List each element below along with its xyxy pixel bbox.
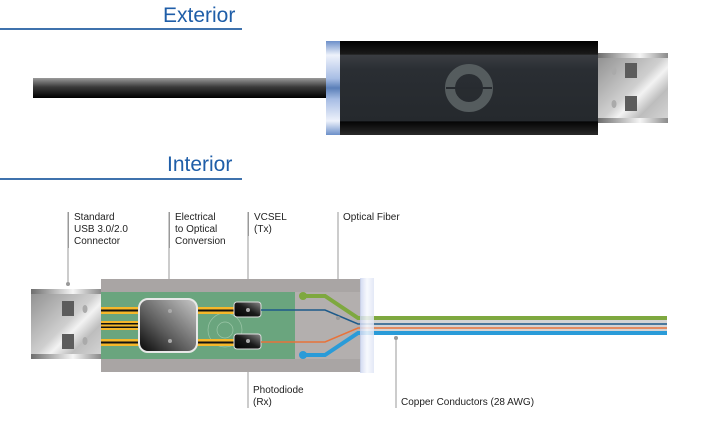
exterior-cable — [33, 78, 328, 98]
usb-contact-hole — [625, 63, 637, 78]
label-photodiode: Photodiode (Rx) — [253, 385, 304, 408]
label-optical-fiber: Optical Fiber — [343, 212, 400, 223]
usb-plug-exterior — [598, 53, 668, 123]
interior-divider — [0, 178, 242, 180]
usb-contact-hole — [62, 334, 74, 349]
usb-plug-interior — [31, 289, 101, 359]
strain-relief-ring — [326, 41, 340, 135]
ferrule — [360, 278, 374, 373]
interior-title: Interior — [167, 153, 233, 176]
exterior-divider — [0, 28, 242, 30]
fiber-navy — [261, 309, 667, 325]
label-connector: Standard USB 3.0/2.0 Connector — [68, 212, 128, 248]
pcb-traces — [101, 307, 236, 346]
label-copper: Copper Conductors (28 AWG) — [401, 397, 535, 408]
usb-contact-hole — [625, 96, 637, 111]
label-vcsel: VCSEL (Tx) — [248, 212, 287, 236]
cable-lines — [261, 292, 667, 359]
brand-logo-icon — [445, 64, 493, 112]
leader-dots — [66, 282, 398, 340]
conversion-chip — [138, 298, 198, 353]
label-conversion: Electrical to Optical Conversion — [169, 212, 226, 248]
exterior-cable-assembly — [33, 41, 668, 135]
fiber-green — [303, 294, 667, 320]
copper-blue — [303, 331, 667, 357]
copper-orange — [261, 327, 667, 343]
usb-contact-hole — [62, 301, 74, 316]
exterior-title: Exterior — [163, 4, 236, 27]
